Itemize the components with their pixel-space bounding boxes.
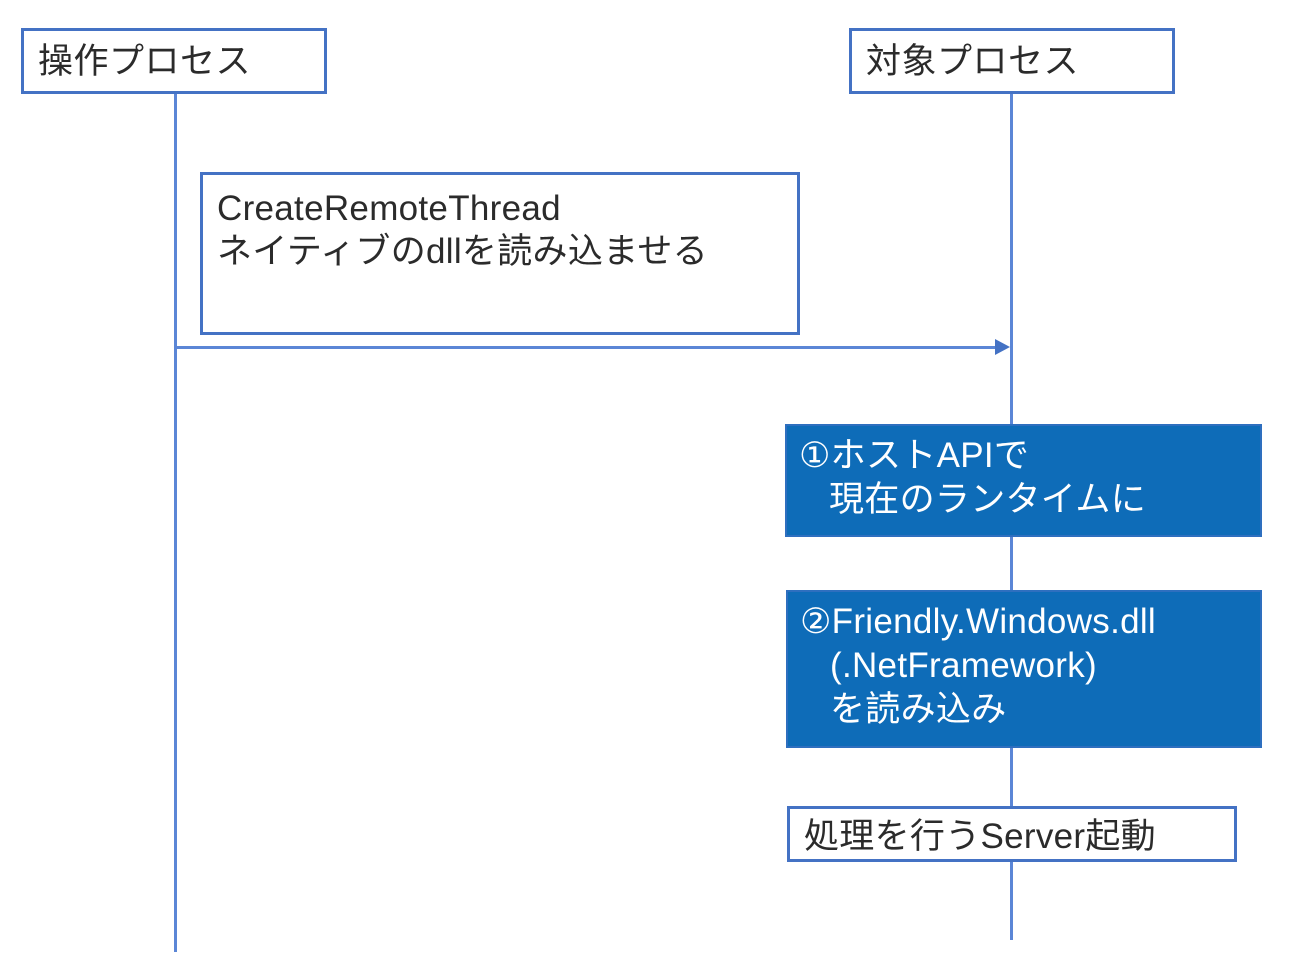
note-server-start[interactable]: 処理を行うServer起動: [787, 806, 1237, 862]
step-2-load-friendly-dll-box[interactable]: ②Friendly.Windows.dll(.NetFramework)を読み込…: [786, 590, 1262, 748]
message-inject-line: [174, 346, 996, 349]
note-create-remote-thread-text: CreateRemoteThread ネイティブのdllを読み込ませる: [217, 189, 708, 272]
arrow-head-icon: [995, 339, 1010, 355]
lifeline-operation-process: [174, 93, 177, 952]
step-2-load-friendly-dll-text: ②Friendly.Windows.dll(.NetFramework)を読み込…: [800, 602, 1157, 729]
participant-target-process[interactable]: 対象プロセス: [849, 28, 1175, 94]
participant-operation-process-label: 操作プロセス: [38, 41, 252, 81]
note-server-start-text: 処理を行うServer起動: [804, 817, 1156, 856]
participant-operation-process[interactable]: 操作プロセス: [21, 28, 327, 94]
step-1-host-api-text: ①ホストAPIで現在のランタイムに: [799, 436, 1147, 519]
participant-target-process-label: 対象プロセス: [866, 41, 1080, 81]
note-create-remote-thread[interactable]: CreateRemoteThread ネイティブのdllを読み込ませる: [200, 172, 800, 335]
step-1-host-api-box[interactable]: ①ホストAPIで現在のランタイムに: [785, 424, 1262, 537]
message-inject-arrow[interactable]: [174, 339, 1011, 355]
